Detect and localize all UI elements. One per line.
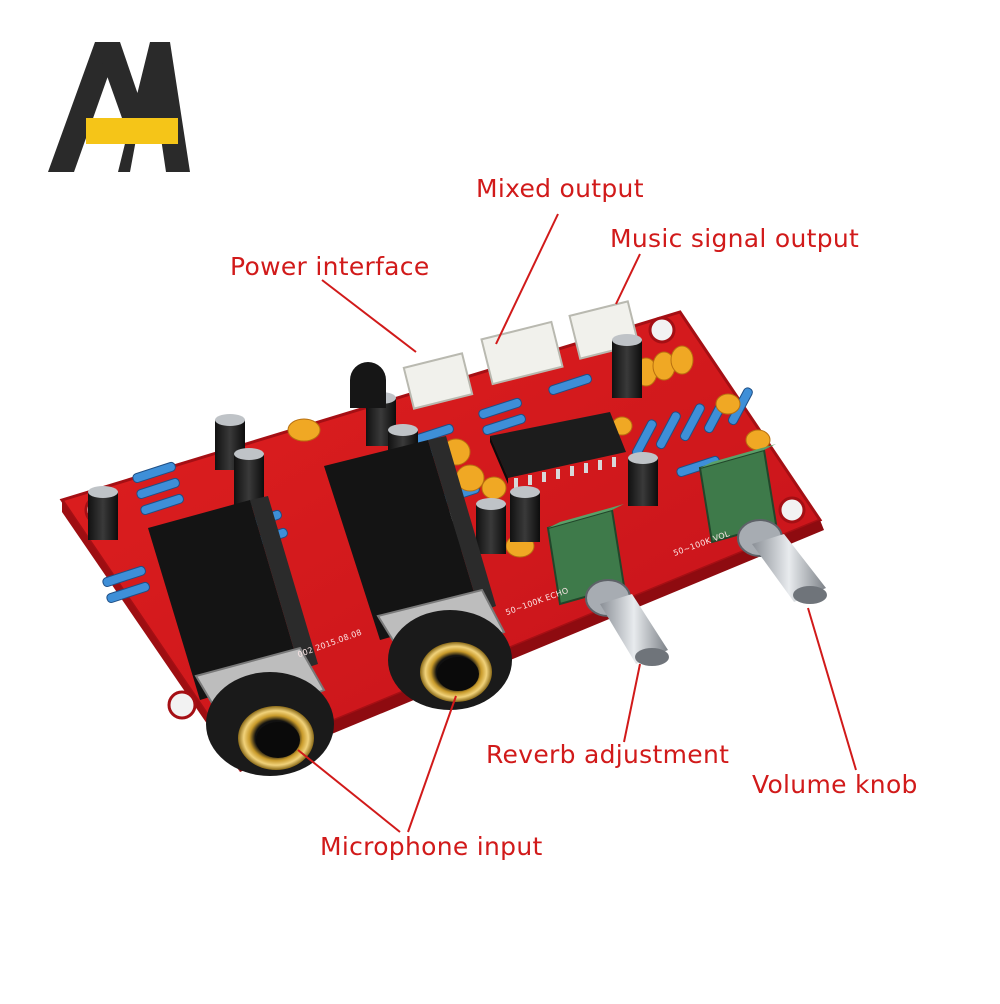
- microphone-jack-2: [324, 436, 512, 710]
- label-volume-knob: Volume knob: [752, 770, 918, 799]
- leader-music: [615, 253, 641, 305]
- leader-power: [321, 279, 417, 353]
- leader-mic-2: [407, 695, 457, 833]
- label-music-signal-output: Music signal output: [610, 224, 860, 253]
- reverb-potentiometer: [546, 504, 669, 666]
- ic-chip: [490, 412, 626, 488]
- leader-mixed: [495, 213, 559, 345]
- microphone-jack-1: [148, 496, 334, 776]
- label-reverb-adjustment: Reverb adjustment: [486, 740, 730, 769]
- label-mixed-output: Mixed output: [476, 174, 644, 203]
- mixed-output-connector: [480, 320, 564, 386]
- label-power-interface: Power interface: [230, 252, 430, 281]
- label-microphone-input: Microphone input: [320, 832, 543, 861]
- leader-lines: [297, 213, 857, 833]
- power-connector: [402, 352, 474, 410]
- brand-logo: [48, 42, 190, 172]
- leader-volume: [807, 607, 857, 771]
- volume-potentiometer: [698, 444, 827, 604]
- leader-mic-1: [297, 749, 401, 833]
- leader-reverb: [623, 663, 641, 743]
